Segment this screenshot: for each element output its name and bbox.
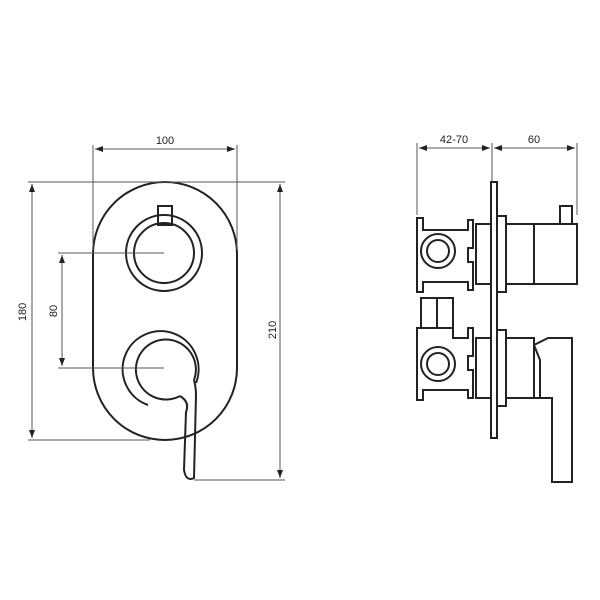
dim-label-80: 80 <box>48 305 60 317</box>
side-view: 42-70 60 <box>416 134 578 483</box>
dim-label-60: 60 <box>528 134 540 146</box>
inlet-top-inner <box>426 239 450 263</box>
top-knob-indicator-side <box>559 205 573 225</box>
inlet-bottom-outer <box>420 346 456 382</box>
cover-plate <box>92 181 238 441</box>
dim-label-100: 100 <box>156 135 174 147</box>
wall-plate <box>490 181 498 439</box>
dim-label-210: 210 <box>267 321 279 339</box>
valve-body-bottom <box>416 327 474 401</box>
top-knob-side <box>505 223 535 285</box>
lever-handle-side <box>533 337 573 483</box>
inlet-bottom-inner <box>426 352 450 376</box>
dim-label-180: 180 <box>17 303 29 321</box>
dim-label-42-70: 42-70 <box>440 134 468 146</box>
front-view: 100 180 80 210 <box>17 135 285 481</box>
bottom-handle-ring <box>121 330 200 406</box>
valve-body-top <box>416 217 474 293</box>
lever-handle <box>179 379 198 480</box>
inlet-top-outer <box>420 233 456 269</box>
